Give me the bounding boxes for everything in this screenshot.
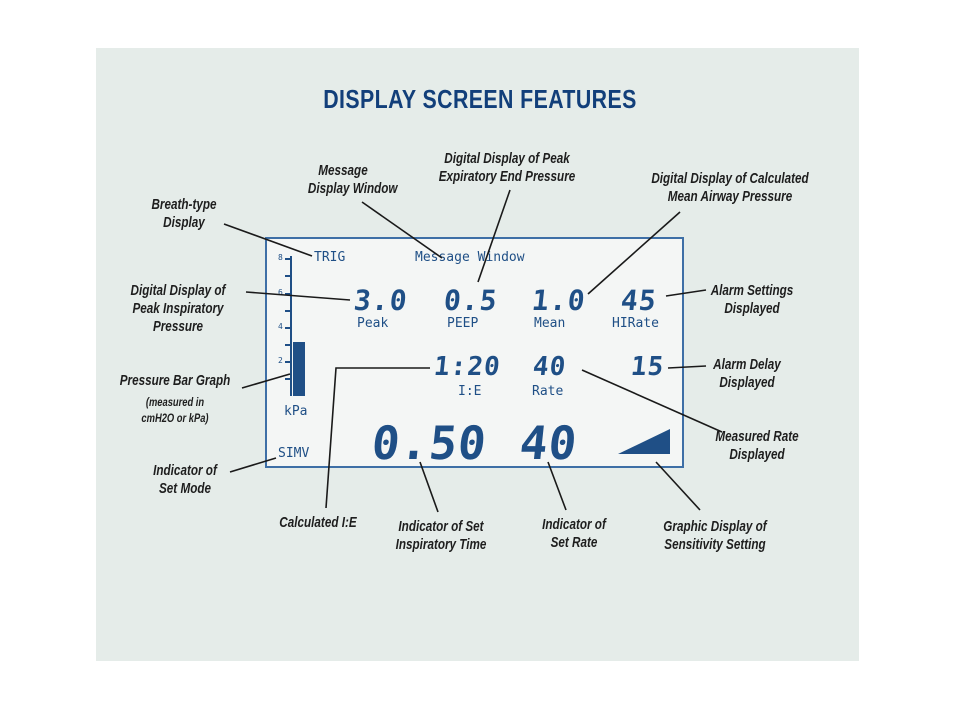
hirate-label: HIRate	[612, 316, 659, 331]
scale-tick-label: 2	[278, 356, 283, 365]
scale-tick	[285, 310, 291, 312]
scale-tick-label: 4	[278, 322, 283, 331]
leader-calculated-ie	[325, 367, 430, 509]
pressure-scale	[290, 256, 292, 396]
leader-alarm-settings	[665, 289, 707, 297]
leader-bar-graph	[241, 373, 291, 389]
leader-peak	[245, 291, 351, 301]
callout-pressure-bar-graph: Pressure Bar Graph	[119, 372, 231, 389]
scale-tick	[285, 361, 291, 363]
leader-breath-type	[223, 223, 313, 257]
unit-label: kPa	[284, 404, 308, 419]
scale-tick-label: 8	[278, 253, 283, 262]
peep-label: PEEP	[447, 316, 479, 331]
leader-alarm-delay	[667, 365, 707, 369]
leader-mean	[587, 211, 681, 295]
message-window-display: Message Window	[415, 250, 525, 265]
leader-measured-rate	[581, 369, 723, 433]
scale-tick	[285, 275, 291, 277]
scale-tick-label: 6	[278, 288, 283, 297]
scale-tick	[285, 378, 291, 380]
rate-label: Rate	[532, 384, 564, 399]
set-mode-display: SIMV	[278, 446, 310, 461]
diagram-title: DISPLAY SCREEN FEATURES	[323, 84, 637, 114]
mean-label: Mean	[534, 316, 566, 331]
ie-label: I:E	[458, 384, 482, 399]
scale-tick	[285, 344, 291, 346]
leader-inspiratory-time	[419, 461, 439, 513]
breath-type-display: TRIG	[314, 250, 346, 265]
leader-peep	[477, 189, 511, 283]
peak-label: Peak	[357, 316, 389, 331]
lcd-screen	[265, 237, 684, 468]
leader-sensitivity	[655, 461, 701, 511]
scale-tick	[285, 293, 291, 295]
callout-calculated-ie: Calculated I:E	[279, 514, 357, 531]
leader-set-rate	[547, 461, 567, 511]
leader-set-mode	[229, 457, 277, 473]
pressure-bar	[293, 342, 305, 396]
scale-tick	[285, 327, 291, 329]
leader-message	[361, 201, 443, 259]
scale-tick	[285, 258, 291, 260]
